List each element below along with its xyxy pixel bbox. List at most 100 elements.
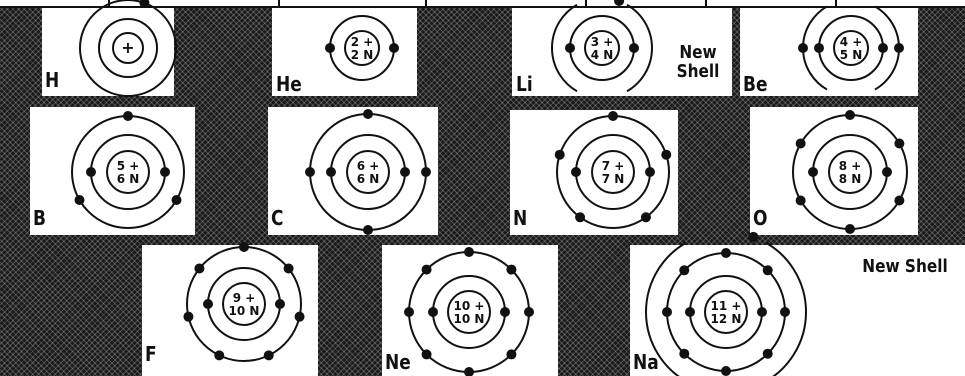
electron [422, 349, 432, 359]
nucleus-protons: 3 + [591, 35, 614, 49]
electron [400, 167, 410, 177]
nucleus-neutrons: 10 N [454, 312, 485, 326]
atom-model: 9 +10 N [142, 245, 318, 376]
electron [171, 195, 181, 205]
element-symbol: Li [516, 74, 533, 94]
atom-panel-be: 4 +5 N Be [740, 8, 918, 96]
na-note-block [828, 285, 965, 376]
element-symbol: Na [633, 352, 659, 372]
electron [506, 349, 516, 359]
electron [160, 167, 170, 177]
electron [763, 265, 773, 275]
electron [464, 367, 474, 376]
electron [845, 224, 855, 234]
header-divider [425, 0, 427, 6]
element-symbol: B [33, 208, 46, 228]
li-new-shell-note: New Shell [673, 44, 724, 82]
electron [645, 167, 655, 177]
electron [524, 307, 534, 317]
nucleus-protons: 9 + [233, 291, 256, 305]
electron [721, 366, 731, 376]
nucleus-protons: 6 + [357, 159, 380, 173]
nucleus-neutrons: 6 N [117, 172, 140, 186]
nucleus-neutrons: 4 N [591, 48, 614, 62]
nucleus-neutrons: 8 N [839, 172, 862, 186]
electron [326, 167, 336, 177]
nucleus-neutrons: 10 N [229, 304, 260, 318]
electron [363, 225, 373, 235]
electron [363, 109, 373, 119]
element-symbol: Be [743, 74, 767, 94]
element-symbol: H [45, 70, 59, 90]
electron [214, 350, 224, 360]
electron [878, 43, 888, 53]
nucleus-protons: + [121, 38, 134, 57]
atom-panel-ne: 10 +10 N Ne [382, 245, 558, 376]
electron [239, 242, 249, 252]
electron [808, 167, 818, 177]
electron [565, 43, 575, 53]
electron [608, 111, 618, 121]
electron [389, 43, 399, 53]
electron [798, 43, 808, 53]
electron [845, 110, 855, 120]
atom-panel-he: 2 +2 N He [272, 8, 417, 96]
electron [404, 307, 414, 317]
electron [882, 167, 892, 177]
atom-model: 6 +6 N [268, 107, 438, 235]
electron [679, 265, 689, 275]
electron [284, 263, 294, 273]
electron [721, 248, 731, 258]
electron [894, 196, 904, 206]
electron [295, 312, 305, 322]
nucleus-protons: 2 + [351, 35, 374, 49]
element-symbol: C [271, 208, 283, 228]
element-symbol: F [145, 344, 157, 364]
atom-panel-o: 8 +8 N O [750, 107, 918, 235]
nucleus-neutrons: 5 N [840, 48, 863, 62]
nucleus-protons: 10 + [454, 299, 485, 313]
nucleus-protons: 8 + [839, 159, 862, 173]
nucleus-protons: 11 + [711, 299, 742, 313]
header-divider [835, 0, 837, 6]
electron [86, 167, 96, 177]
nucleus-neutrons: 2 N [351, 48, 374, 62]
header-divider [705, 0, 707, 6]
nucleus-neutrons: 12 N [711, 312, 742, 326]
nucleus-neutrons: 6 N [357, 172, 380, 186]
electron [264, 350, 274, 360]
electron [763, 349, 773, 359]
electron [685, 307, 695, 317]
atom-panel-h: +H [42, 8, 174, 96]
nucleus-neutrons: 7 N [602, 172, 625, 186]
nucleus-protons: 4 + [840, 35, 863, 49]
electron [629, 43, 639, 53]
electron [575, 212, 585, 222]
electron [75, 195, 85, 205]
element-symbol: He [276, 74, 302, 94]
electron [275, 299, 285, 309]
electron [506, 265, 516, 275]
electron [814, 43, 824, 53]
nucleus-protons: 5 + [117, 159, 140, 173]
electron [422, 265, 432, 275]
atom-model: 5 +6 N [30, 107, 195, 235]
electron [748, 232, 758, 242]
element-symbol: N [513, 208, 527, 228]
electron [325, 43, 335, 53]
electron [500, 307, 510, 317]
element-symbol: O [753, 208, 767, 228]
electron [464, 247, 474, 257]
electron [305, 167, 315, 177]
electron [421, 167, 431, 177]
element-symbol: Ne [385, 352, 411, 372]
electron [641, 212, 651, 222]
electron [679, 349, 689, 359]
atom-model: + [42, 8, 174, 96]
header-divider [585, 0, 587, 6]
